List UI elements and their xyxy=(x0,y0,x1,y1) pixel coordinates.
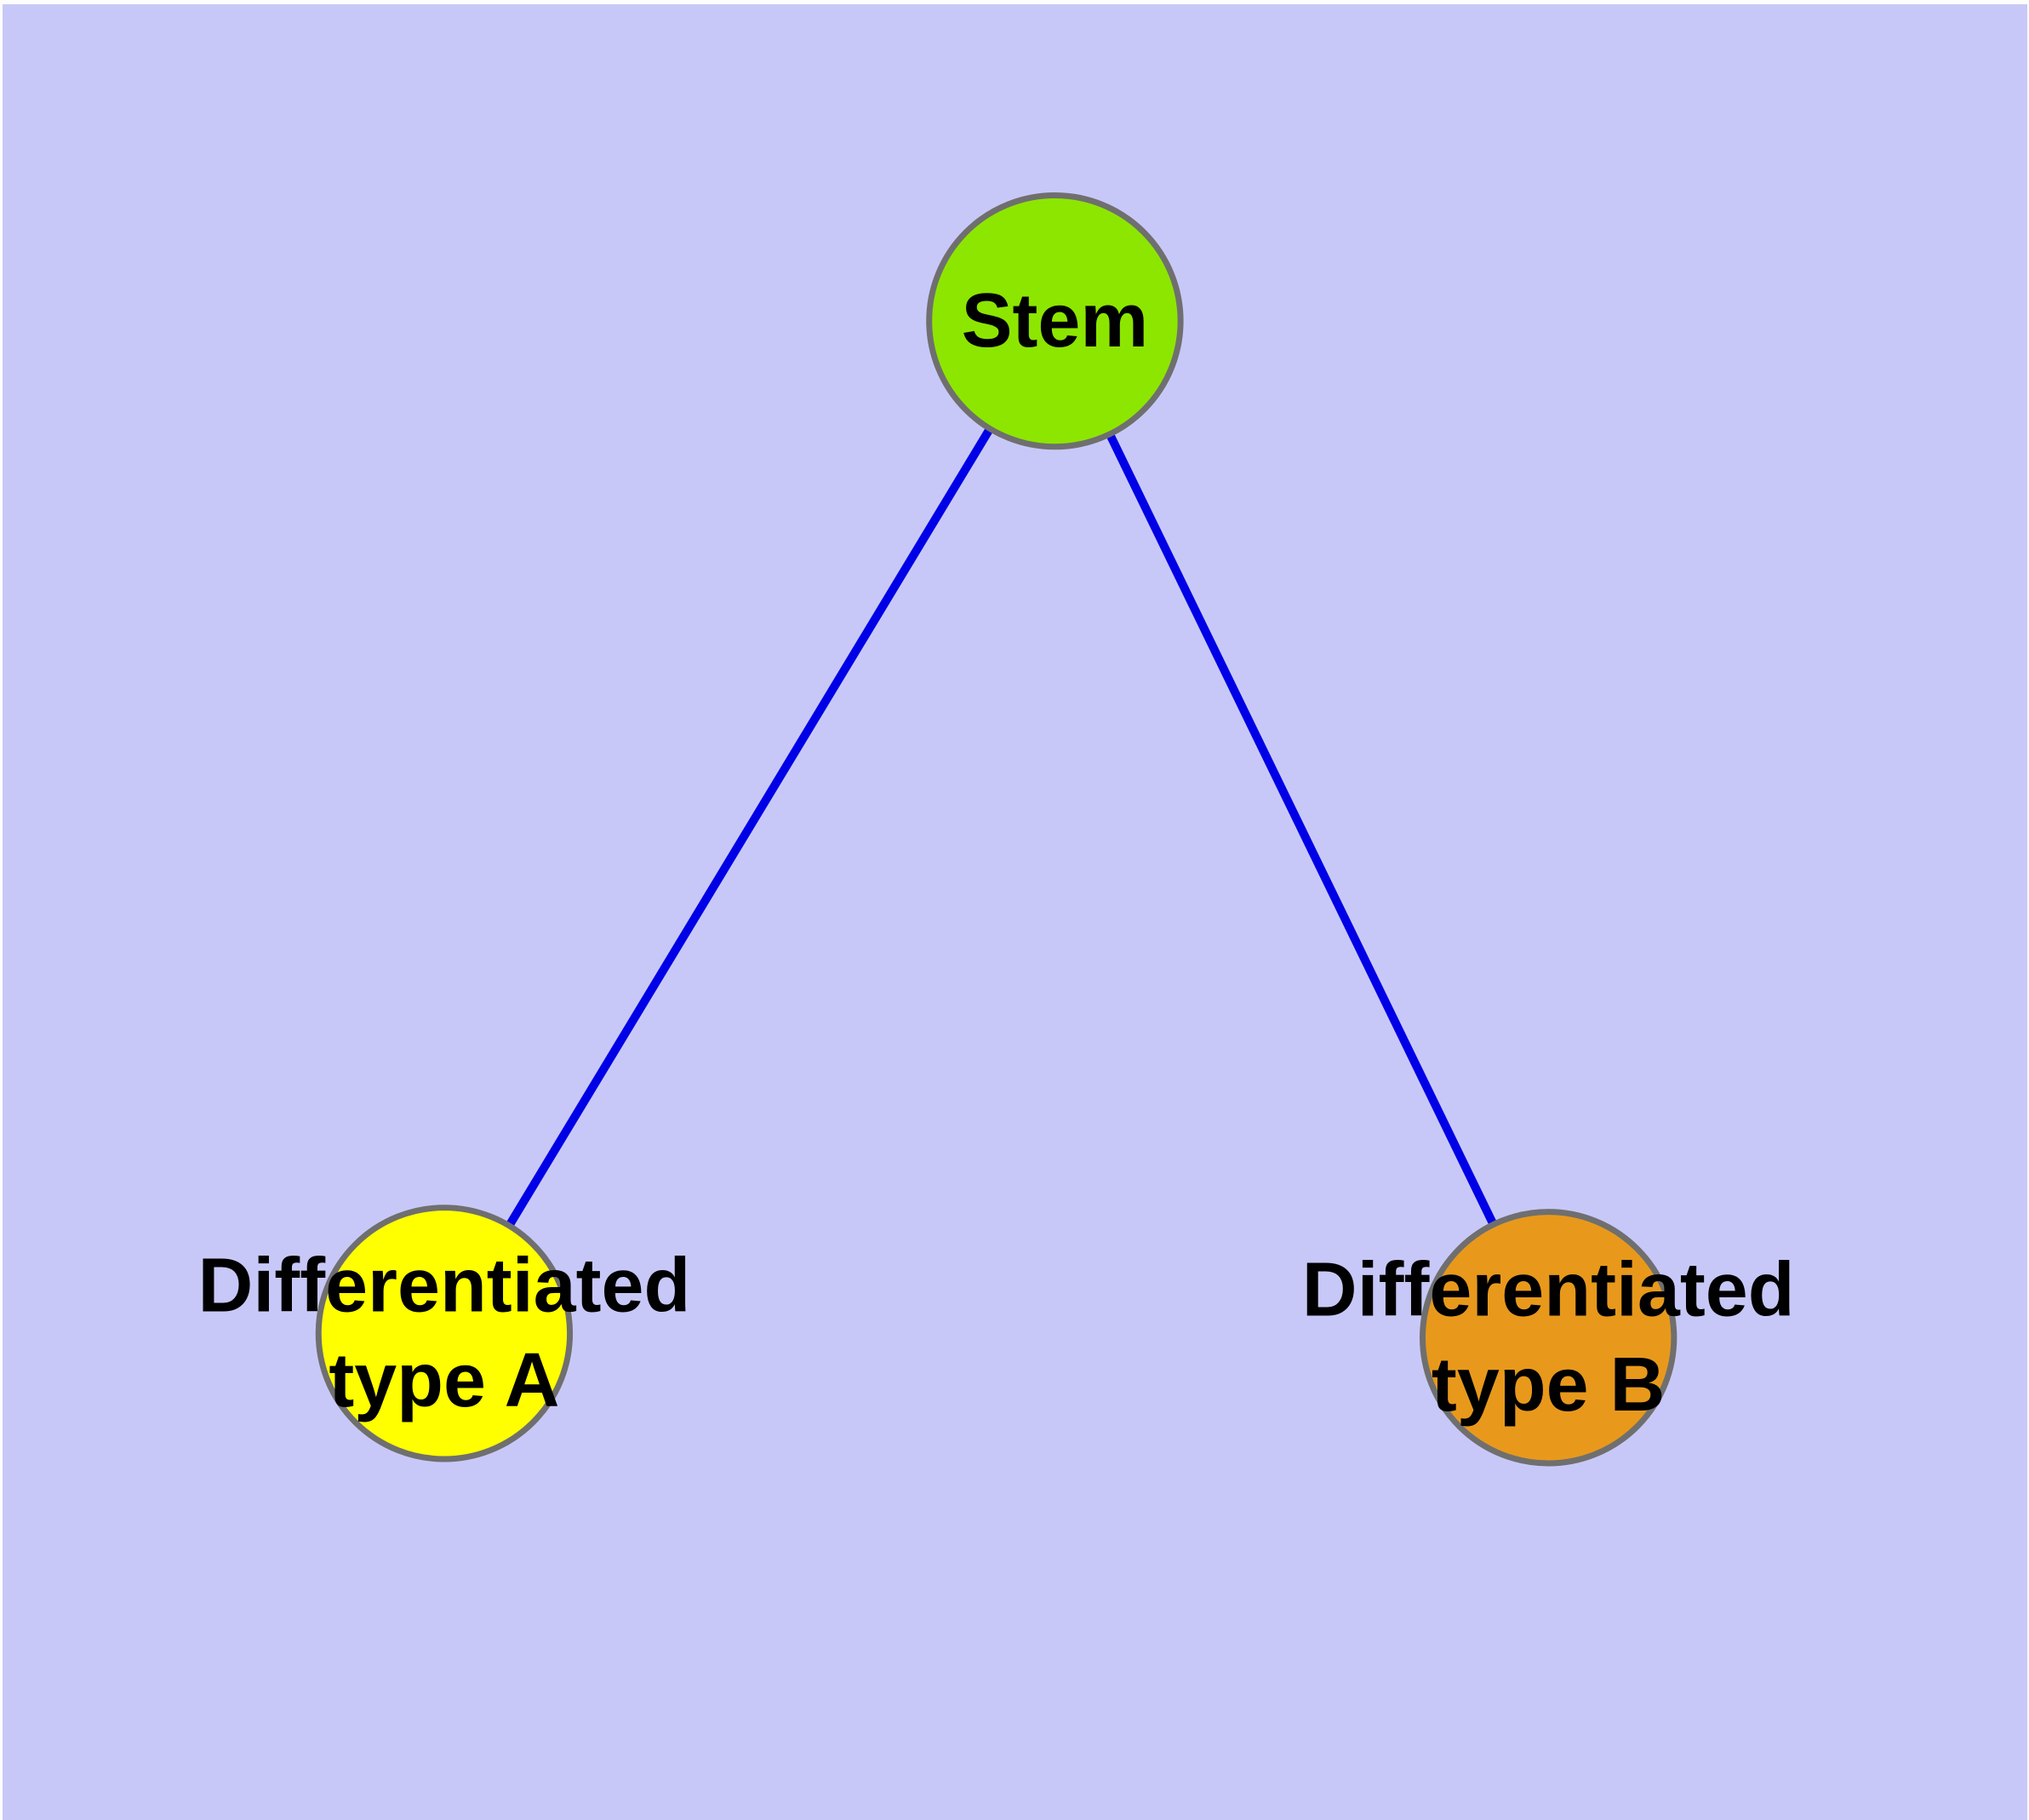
node-label-type-b-line2: type B xyxy=(1432,1342,1665,1428)
node-label-type-b-line1: Differentiated xyxy=(1302,1247,1795,1332)
node-label-type-a: Differentiated type A xyxy=(197,1243,690,1423)
node-label-type-a-line2: type A xyxy=(329,1338,559,1423)
graph-svg: Stem Differentiated type A Differentiated… xyxy=(197,192,1795,1467)
node-label-type-b: Differentiated type B xyxy=(1302,1247,1795,1428)
edge-stem-to-type-b xyxy=(1050,318,1552,1340)
edge-stem-to-type-a xyxy=(440,318,1059,1336)
node-label-stem: Stem xyxy=(962,278,1149,363)
node-differentiated-type-a xyxy=(315,1205,574,1462)
node-differentiated-type-b xyxy=(1420,1209,1677,1467)
node-label-type-a-line1: Differentiated xyxy=(197,1243,690,1328)
diagram-canvas: Stem Differentiated type A Differentiated… xyxy=(3,4,2027,1820)
node-stem xyxy=(926,192,1184,450)
